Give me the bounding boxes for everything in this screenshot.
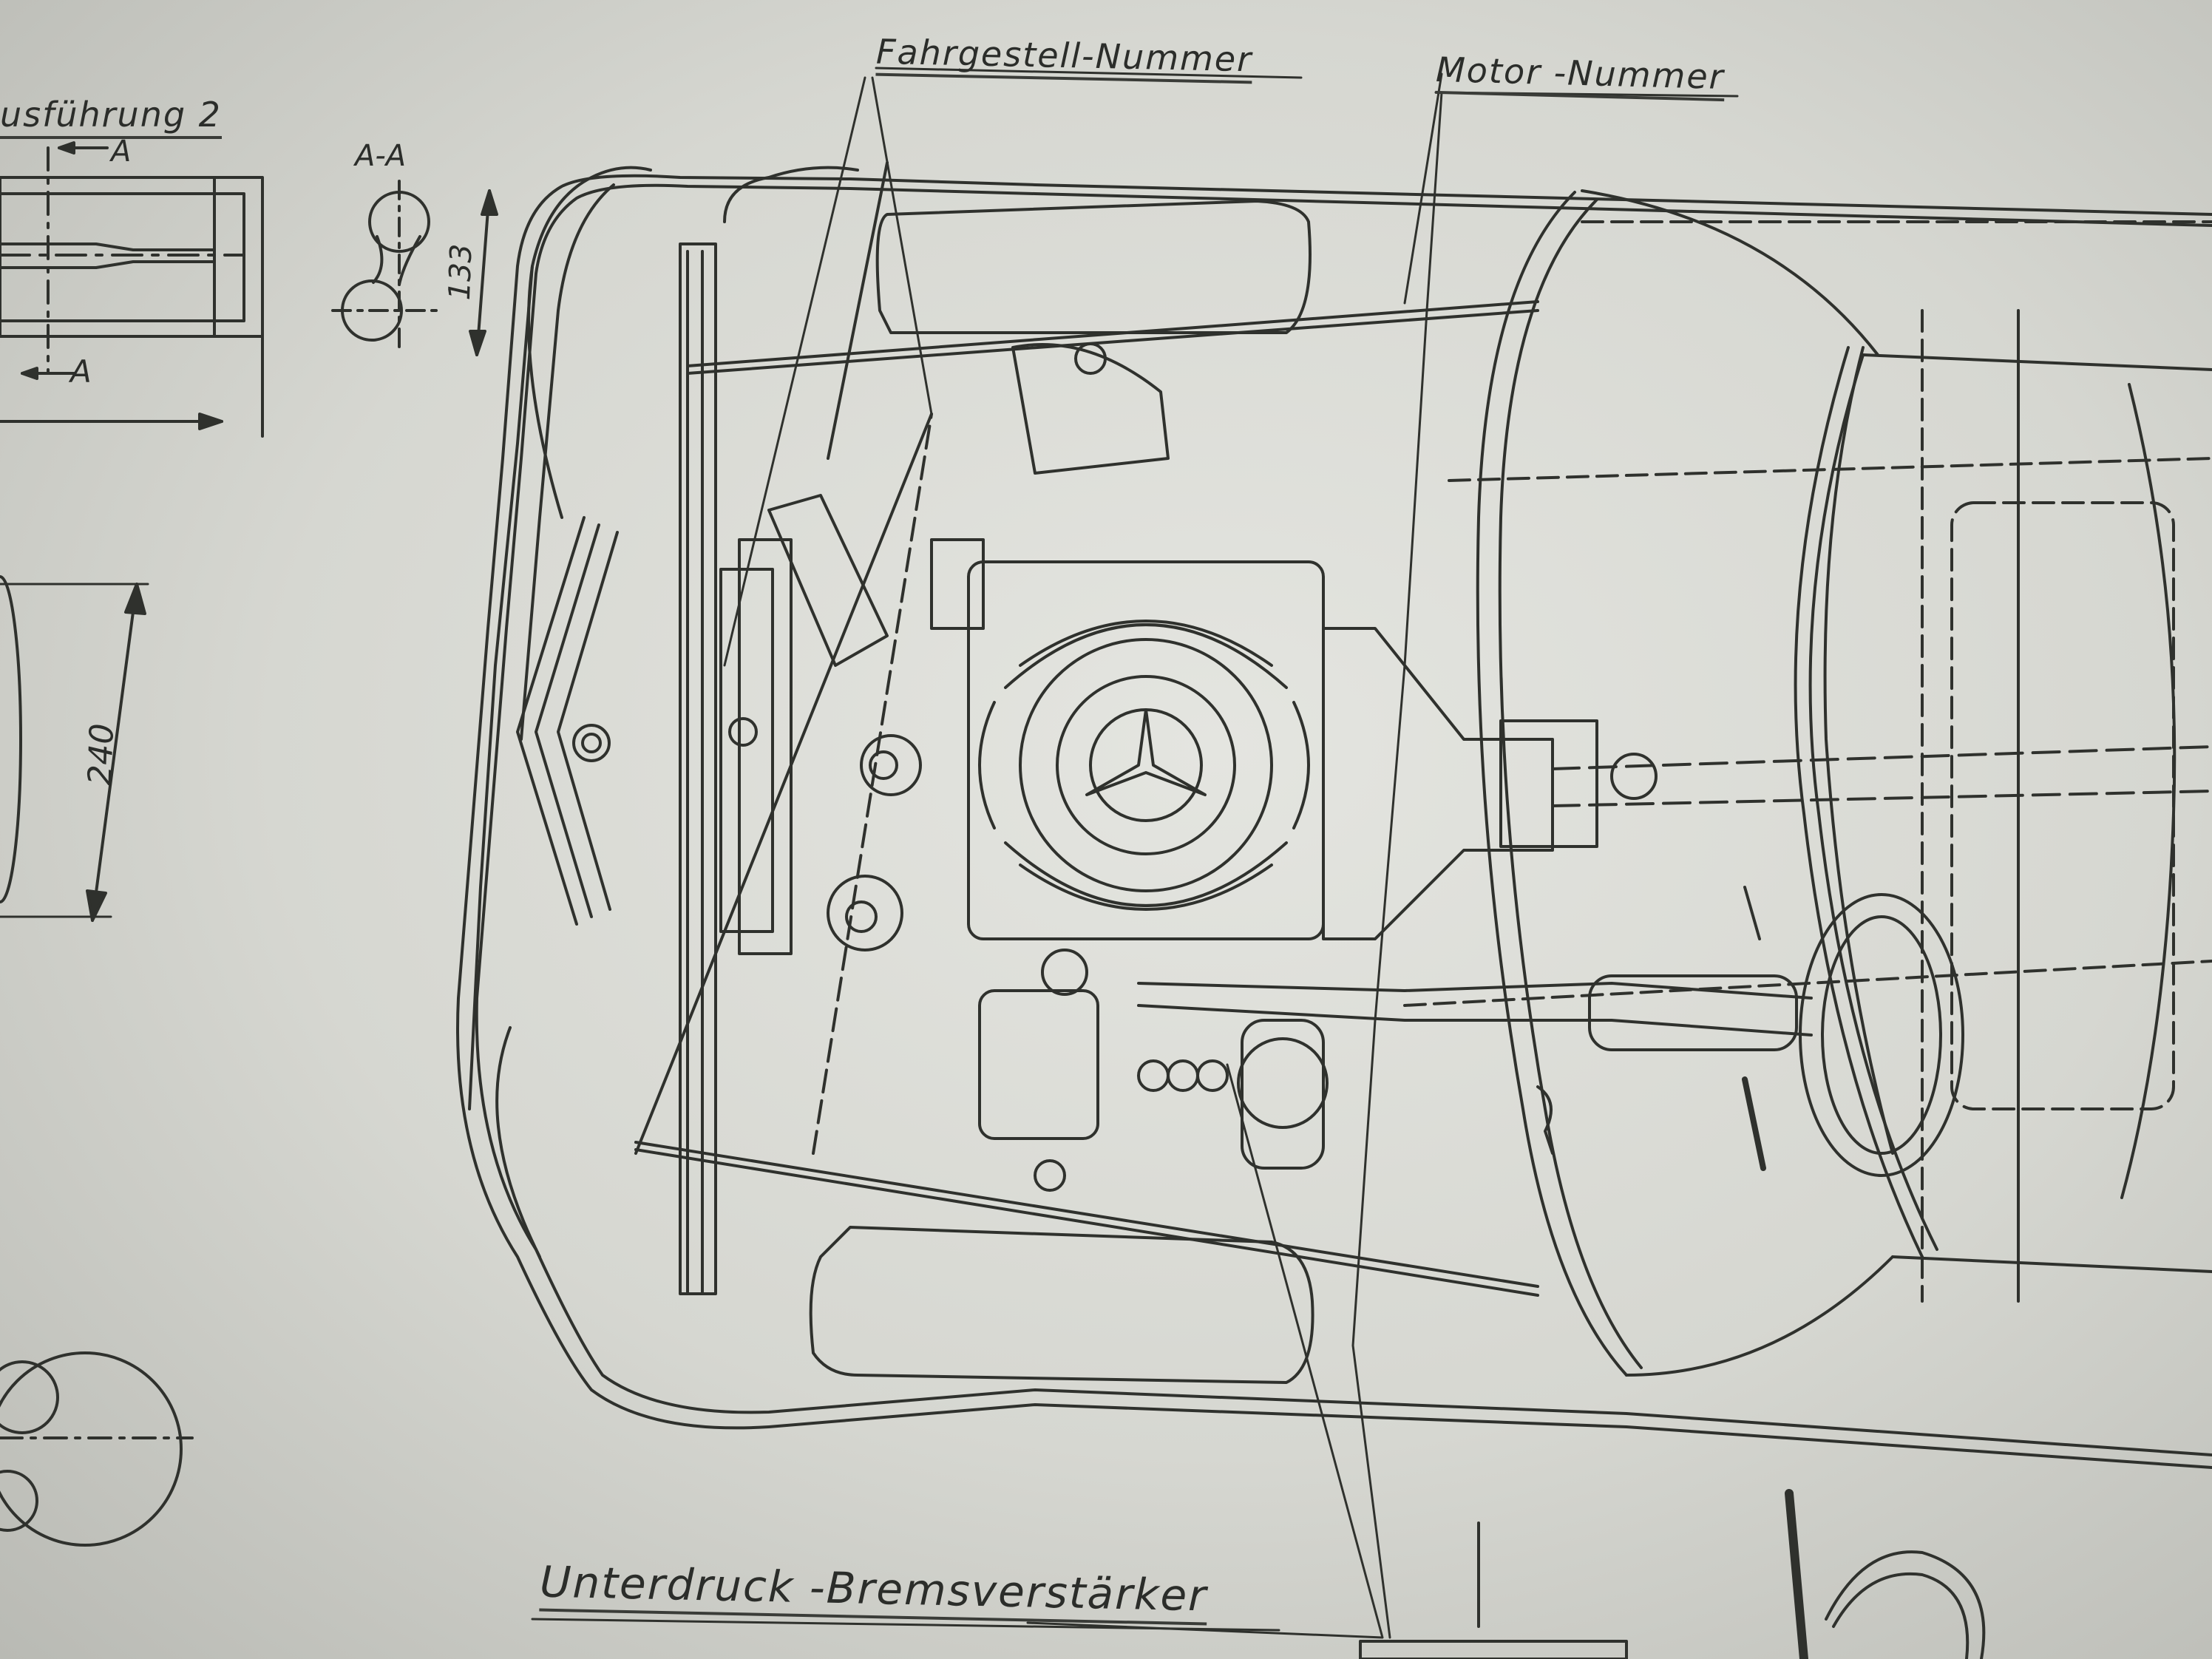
leader-lines [531, 67, 1739, 1639]
cabin [1403, 189, 2212, 1377]
dimension-133: 133 [442, 243, 479, 301]
wheel-detail-left [0, 575, 149, 922]
frame [634, 72, 1539, 1297]
detail-variant-2 [0, 141, 264, 438]
section-mark-top: A [111, 135, 132, 169]
engine-number-label: Motor -Nummer [1435, 49, 1726, 102]
section-label: A-A [355, 139, 407, 173]
dimension-240: 240 [81, 722, 121, 787]
engine-block [719, 342, 2212, 1192]
variant-label: usführung 2 [0, 95, 222, 139]
section-aa [331, 180, 498, 356]
chassis-number-label: Fahrgestell-Nummer [875, 31, 1253, 84]
car-body-outline [456, 166, 2212, 1469]
three-pointed-star-icon [572, 724, 611, 762]
wheels [809, 200, 2177, 1384]
lower-details [1359, 1489, 1986, 1659]
section-mark-bottom: A [70, 353, 92, 390]
circle-detail-bottom [0, 1351, 194, 1547]
